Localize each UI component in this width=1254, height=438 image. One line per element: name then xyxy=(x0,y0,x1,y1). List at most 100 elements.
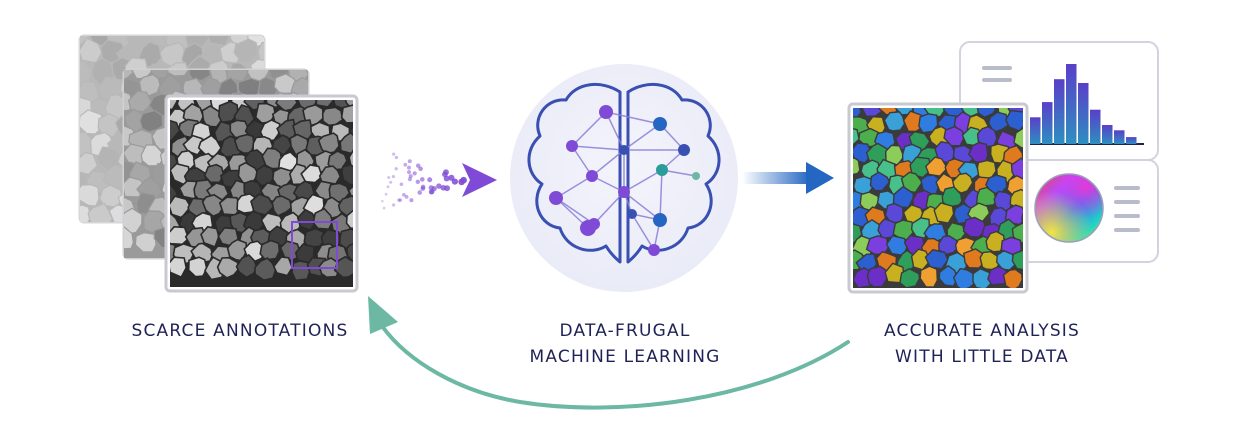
dot-burst-arrowhead xyxy=(462,163,497,197)
grain xyxy=(124,226,134,250)
grain xyxy=(203,163,225,184)
histogram-bar xyxy=(1102,125,1113,144)
grain xyxy=(995,249,1017,271)
network-edge xyxy=(659,169,663,221)
grain xyxy=(275,100,299,112)
grain xyxy=(972,267,994,288)
segmented-grains xyxy=(853,108,1023,288)
grain xyxy=(201,193,225,218)
grain xyxy=(321,106,344,127)
label-accurate-analysis: ACCURATE ANALYSIS xyxy=(883,321,1081,341)
network-node xyxy=(549,191,563,205)
brain-network-icon xyxy=(510,64,738,292)
grain xyxy=(138,73,161,97)
grain xyxy=(963,248,986,269)
annotation-box xyxy=(291,221,338,269)
micrograph-stack xyxy=(78,34,359,293)
network-node xyxy=(586,170,598,182)
dot-burst-arrow xyxy=(380,152,497,210)
grain xyxy=(1011,249,1023,271)
grain xyxy=(315,100,334,108)
pole-text-line xyxy=(1114,200,1140,204)
grain xyxy=(80,152,99,176)
brain-left-hemisphere xyxy=(527,82,622,264)
histogram-bar xyxy=(1090,109,1101,144)
burst-dot xyxy=(419,177,425,182)
grain xyxy=(345,209,353,230)
grain xyxy=(236,193,258,214)
grain xyxy=(1002,268,1023,288)
grain xyxy=(305,70,308,75)
grain xyxy=(261,147,283,170)
grain xyxy=(962,216,987,238)
gradient-arrow-shaft xyxy=(742,172,810,184)
grain xyxy=(167,70,190,77)
burst-dot xyxy=(394,167,398,171)
histogram-text-line xyxy=(982,66,1012,70)
grain xyxy=(853,127,860,146)
grain xyxy=(233,38,258,64)
grain xyxy=(869,171,891,192)
grain xyxy=(883,111,906,132)
burst-dot xyxy=(407,159,412,164)
histogram-bar xyxy=(1114,130,1125,144)
network-edge xyxy=(555,197,595,225)
burst-dot xyxy=(403,162,408,167)
grain xyxy=(235,254,258,279)
burst-dot xyxy=(415,179,420,184)
grain xyxy=(216,256,240,279)
grain xyxy=(975,186,998,207)
grain xyxy=(187,256,208,278)
burst-dot xyxy=(428,189,434,195)
histogram-bar xyxy=(1042,102,1053,144)
burst-dot xyxy=(394,155,399,160)
grain xyxy=(188,70,212,81)
grain xyxy=(346,243,353,264)
grain xyxy=(170,119,181,142)
grain xyxy=(339,131,353,155)
network-edge xyxy=(571,111,607,147)
burst-dot xyxy=(402,192,406,197)
grain xyxy=(900,171,924,194)
burst-dot xyxy=(397,198,401,202)
network-edge xyxy=(623,191,661,221)
grain xyxy=(943,125,966,147)
grain xyxy=(217,100,239,124)
burst-dot xyxy=(398,198,403,202)
grain xyxy=(909,156,932,179)
micrograph-front xyxy=(170,100,353,287)
feedback-arrow-head xyxy=(368,296,398,334)
label-machine-learning: MACHINE LEARNING xyxy=(529,347,721,367)
grain xyxy=(97,112,122,138)
grain xyxy=(952,172,974,194)
grain xyxy=(1013,127,1023,149)
grain xyxy=(233,133,255,154)
grain xyxy=(933,202,955,224)
histogram-bar xyxy=(1054,79,1065,144)
histogram-bars xyxy=(1030,64,1137,144)
network-node xyxy=(656,164,668,176)
network-edge xyxy=(593,191,625,225)
burst-dot xyxy=(386,185,390,189)
grain xyxy=(170,100,179,111)
network-node xyxy=(566,140,578,152)
burst-dot xyxy=(404,194,409,199)
burst-dot xyxy=(389,180,393,184)
grain xyxy=(139,109,164,133)
network-node xyxy=(648,244,660,256)
grain xyxy=(952,267,977,288)
burst-dot xyxy=(408,174,413,179)
grain xyxy=(918,113,939,134)
histogram-bar xyxy=(1078,83,1089,144)
pole-text-line xyxy=(1114,186,1140,190)
network-edge xyxy=(631,213,655,251)
label-with-little-data: WITH LITTLE DATA xyxy=(895,347,1069,367)
histogram-text-line xyxy=(982,78,1012,82)
grain xyxy=(303,227,327,249)
grain xyxy=(340,104,353,124)
grain xyxy=(200,225,220,248)
grain xyxy=(271,195,293,218)
grain xyxy=(257,41,264,66)
label-data-frugal: DATA-FRUGAL xyxy=(559,321,691,341)
